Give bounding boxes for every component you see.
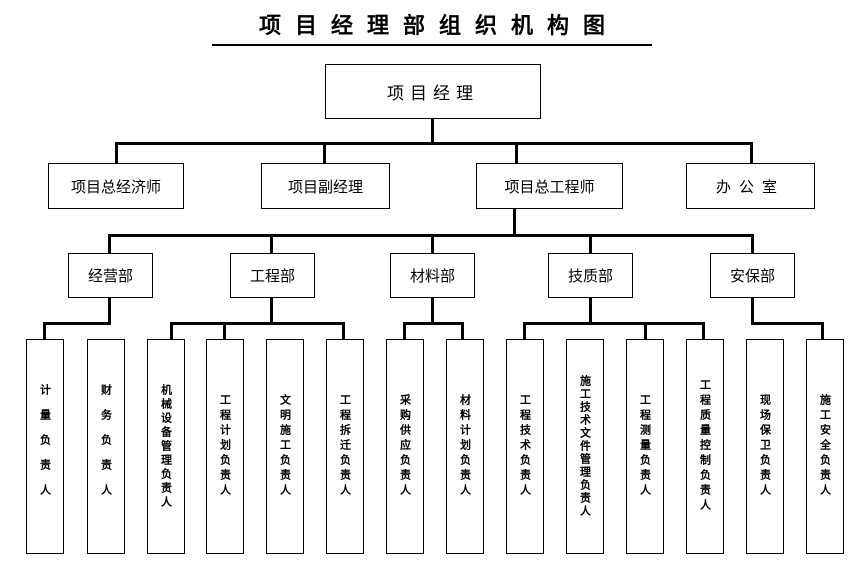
role-box: 工程计划负责人: [206, 339, 244, 554]
connector-line: [644, 322, 647, 340]
role-label: 采购供应负责人: [398, 394, 412, 499]
department-box-security: 安保部: [710, 253, 795, 298]
connector-line: [43, 322, 46, 340]
role-box: 施工技术文件管理负责人: [566, 339, 604, 554]
connector-line: [750, 142, 753, 164]
role-box: 采购供应负责人: [386, 339, 424, 554]
connector-line: [523, 322, 705, 325]
role-box: 工程拆迁负责人: [326, 339, 364, 554]
connector-line: [223, 322, 226, 340]
connector-line: [115, 142, 118, 164]
level2-label: 项目副经理: [287, 177, 363, 196]
chart-title: 项目经理部组织机构图: [212, 10, 652, 46]
connector-line: [170, 322, 345, 325]
role-box: 施工安全负责人: [806, 339, 844, 554]
department-label: 技质部: [567, 267, 613, 285]
connector-line: [751, 297, 754, 324]
role-box: 计量负责人: [26, 339, 64, 554]
level2-box-economist: 项目总经济师: [48, 163, 184, 209]
connector-line: [342, 322, 345, 340]
role-label: 工程计划负责人: [218, 394, 232, 499]
role-box: 材料计划负责人: [446, 339, 484, 554]
role-label: 工程拆迁负责人: [338, 394, 352, 499]
connector-line: [821, 322, 824, 340]
connector-line: [431, 297, 434, 324]
role-box: 工程测量负责人: [626, 339, 664, 554]
connector-line: [751, 322, 824, 325]
role-label: 机械设备管理负责人: [159, 383, 173, 510]
role-label: 材料计划负责人: [458, 394, 472, 499]
connector-line: [403, 322, 464, 325]
level2-box-deputy-manager: 项目副经理: [261, 163, 390, 209]
department-box-materials: 材料部: [390, 253, 475, 298]
role-box: 机械设备管理负责人: [147, 339, 185, 554]
role-label: 工程质量控制负责人: [698, 379, 712, 514]
root-box: 项目经理: [325, 64, 541, 119]
connector-line: [323, 142, 326, 164]
connector-line: [431, 234, 434, 254]
role-box: 现场保卫负责人: [746, 339, 784, 554]
connector-line: [515, 142, 518, 164]
role-box: 财务负责人: [87, 339, 125, 554]
role-label: 工程技术负责人: [518, 394, 532, 499]
department-box-operations: 经营部: [68, 253, 153, 298]
department-label: 工程部: [249, 267, 295, 285]
root-label: 项目经理: [387, 84, 479, 104]
connector-line: [431, 118, 434, 144]
role-box: 文明施工负责人: [266, 339, 304, 554]
level2-label: 项目总工程师: [504, 177, 595, 196]
connector-line: [108, 297, 111, 324]
role-label: 现场保卫负责人: [758, 394, 772, 499]
connector-line: [461, 322, 464, 340]
role-label: 文明施工负责人: [278, 394, 292, 499]
level2-label: 办公室: [715, 177, 785, 196]
level2-box-office: 办公室: [686, 163, 815, 209]
role-label: 工程测量负责人: [638, 394, 652, 499]
department-box-engineering: 工程部: [230, 253, 315, 298]
connector-line: [170, 322, 173, 340]
department-label: 材料部: [409, 267, 455, 285]
connector-line: [589, 234, 592, 254]
role-label: 施工技术文件管理负责人: [578, 375, 592, 518]
role-box: 工程质量控制负责人: [686, 339, 724, 554]
connector-line: [403, 322, 406, 340]
connector-line: [702, 322, 705, 340]
connector-line: [108, 234, 111, 254]
level2-box-chief-engineer: 项目总工程师: [476, 163, 623, 209]
level2-label: 项目总经济师: [70, 177, 161, 196]
connector-line: [523, 322, 526, 340]
department-box-quality: 技质部: [548, 253, 633, 298]
connector-line: [589, 297, 592, 324]
connector-line: [751, 234, 754, 254]
connector-line: [115, 142, 753, 145]
connector-line: [43, 322, 111, 325]
department-label: 安保部: [729, 267, 775, 285]
role-label: 财务负责人: [99, 384, 113, 509]
department-label: 经营部: [87, 267, 133, 285]
connector-line: [513, 208, 516, 236]
connector-line: [270, 234, 273, 254]
role-label: 施工安全负责人: [818, 394, 832, 499]
role-label: 计量负责人: [38, 384, 52, 509]
role-box: 工程技术负责人: [506, 339, 544, 554]
connector-line: [270, 297, 273, 324]
